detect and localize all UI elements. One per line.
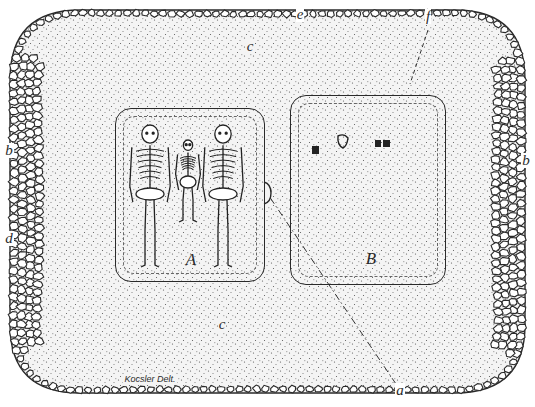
callout-letter: d <box>4 231 14 246</box>
callout-letter: c <box>218 317 227 332</box>
pit-letter: B <box>366 250 376 267</box>
pit-bump <box>264 182 271 204</box>
callout-letter: f <box>425 9 431 24</box>
stone-ring <box>8 9 526 394</box>
draughtsman-signature: Kocsler Delt. <box>123 375 176 384</box>
letter-label: e <box>296 7 305 22</box>
leader-line <box>269 196 396 384</box>
callout-letter: c <box>246 39 255 54</box>
leader-line <box>410 30 428 84</box>
finds <box>312 135 390 154</box>
pit-letter: A <box>186 251 196 268</box>
callout-letter: a <box>395 383 405 398</box>
skeletons <box>130 125 243 267</box>
callout-letter: b <box>4 143 14 158</box>
callout-letter: b <box>521 153 531 168</box>
burial-pit: A <box>115 108 265 282</box>
mound-outline <box>10 10 525 393</box>
burial-pit: B <box>290 95 446 285</box>
